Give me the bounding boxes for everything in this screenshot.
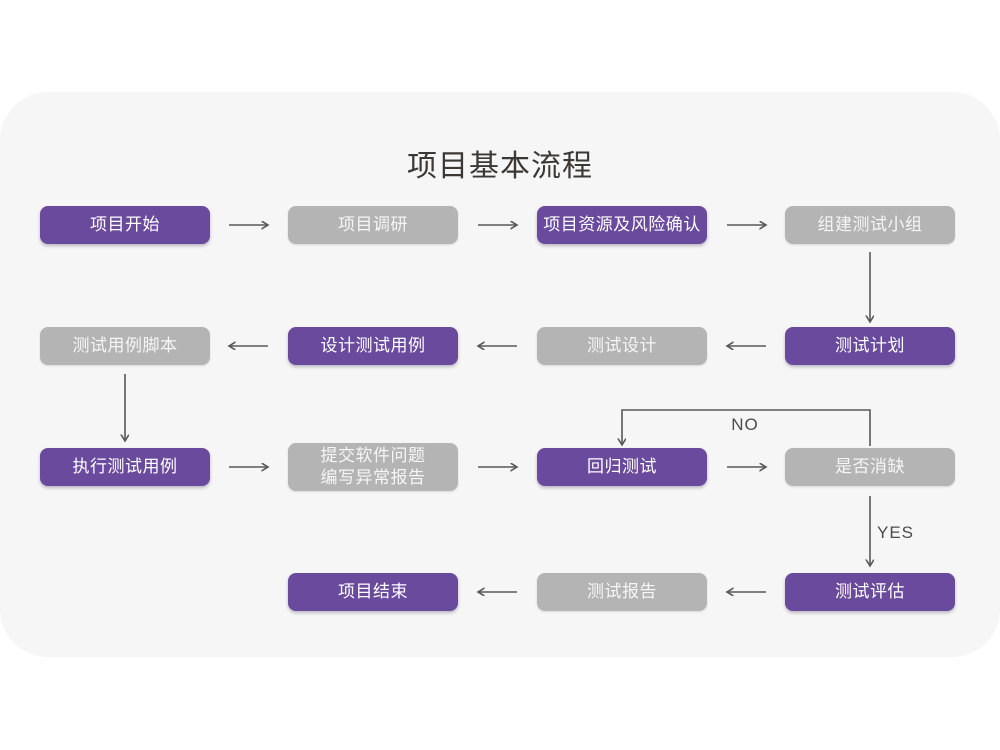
- node-submit-issues-report: 提交软件问题 编写异常报告: [288, 443, 458, 491]
- node-label: 测试计划: [835, 336, 905, 355]
- no-branch-label: NO: [731, 415, 759, 434]
- node-label: 项目调研: [338, 215, 408, 234]
- node-label: 项目开始: [90, 215, 160, 234]
- node-label: 是否消缺: [835, 457, 905, 476]
- node-label: 测试设计: [587, 336, 657, 355]
- node-execute-test-cases: 执行测试用例: [40, 448, 210, 486]
- node-project-resources-risk-confirm: 项目资源及风险确认: [537, 206, 707, 244]
- node-label: 测试评估: [835, 582, 905, 601]
- node-label: 组建测试小组: [817, 215, 923, 234]
- node-test-report: 测试报告: [537, 573, 707, 611]
- node-label: 项目结束: [338, 582, 408, 601]
- node-project-end: 项目结束: [288, 573, 458, 611]
- node-label: 执行测试用例: [72, 457, 178, 476]
- node-form-test-team: 组建测试小组: [785, 206, 955, 244]
- page-title: 项目基本流程: [407, 150, 593, 183]
- node-design-test-cases: 设计测试用例: [288, 327, 458, 365]
- node-project-start: 项目开始: [40, 206, 210, 244]
- node-regression-test: 回归测试: [537, 448, 707, 486]
- node-test-plan: 测试计划: [785, 327, 955, 365]
- node-label: 项目资源及风险确认: [543, 215, 701, 234]
- flowchart-card: [0, 92, 1000, 657]
- node-label: 设计测试用例: [320, 336, 426, 355]
- node-defect-resolved-check: 是否消缺: [785, 448, 955, 486]
- node-label: 测试用例脚本: [72, 336, 178, 355]
- node-label: 回归测试: [587, 457, 657, 476]
- node-test-case-script: 测试用例脚本: [40, 327, 210, 365]
- yes-branch-label: YES: [877, 523, 915, 542]
- node-label: 提交软件问题 编写异常报告: [320, 446, 426, 487]
- node-test-evaluation: 测试评估: [785, 573, 955, 611]
- node-project-research: 项目调研: [288, 206, 458, 244]
- node-test-design: 测试设计: [537, 327, 707, 365]
- node-label: 测试报告: [587, 582, 657, 601]
